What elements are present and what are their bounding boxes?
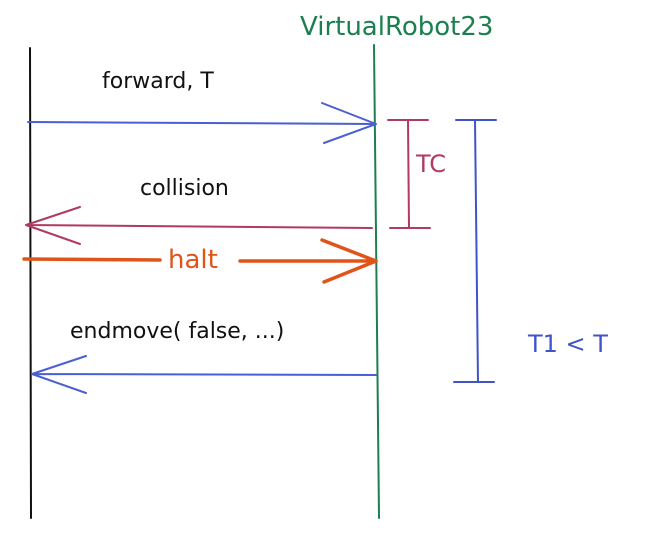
arrow-endmove <box>31 355 377 394</box>
message-halt: halt <box>22 238 378 284</box>
interval-t1: T1 < T <box>453 119 608 383</box>
interval-t1-bracket <box>453 119 497 383</box>
interval-t1-label: T1 < T <box>527 330 608 358</box>
message-collision-label: collision <box>140 176 229 201</box>
participant-title: VirtualRobot23 <box>300 12 493 42</box>
message-forward-label: forward, T <box>102 69 214 94</box>
robot-lifeline <box>373 44 380 519</box>
message-halt-label: halt <box>168 245 218 275</box>
arrow-halt <box>22 238 378 284</box>
message-endmove: endmove( false, ...) <box>31 319 377 394</box>
message-forward: forward, T <box>27 69 377 144</box>
message-endmove-label: endmove( false, ...) <box>70 319 284 344</box>
interval-tc-bracket <box>387 119 431 229</box>
message-collision: collision <box>25 176 373 245</box>
arrow-forward <box>27 102 377 144</box>
interval-tc-label: TC <box>415 150 446 178</box>
client-lifeline <box>29 47 32 519</box>
arrow-collision <box>25 206 373 245</box>
interval-tc: TC <box>387 119 446 229</box>
